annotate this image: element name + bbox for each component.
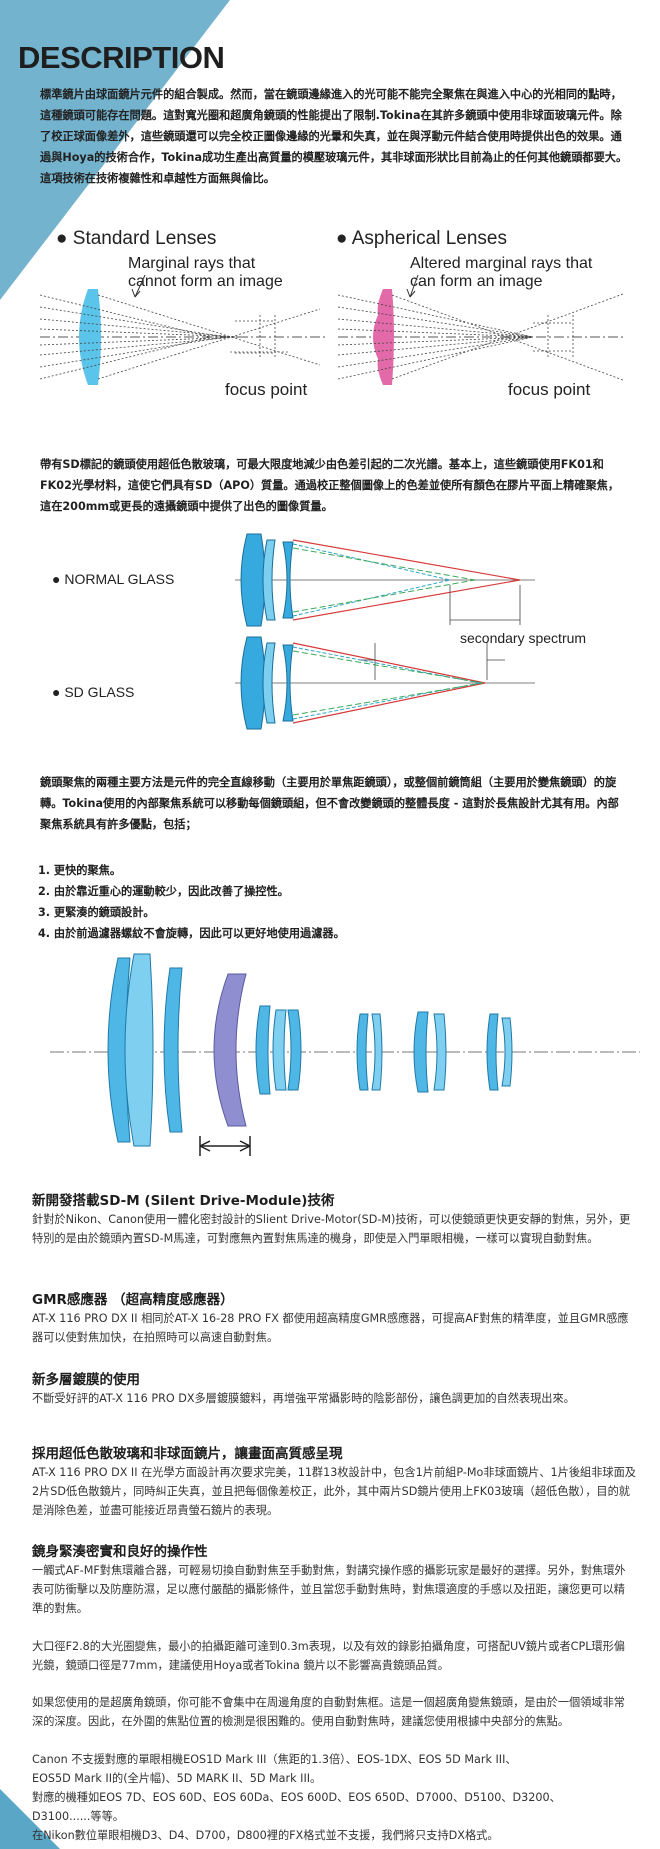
aspherical-caption-line2: can form an image [410, 273, 543, 290]
page-title: DESCRIPTION [18, 40, 225, 75]
standard-lenses-title: ● Standard Lenses [56, 228, 217, 249]
compatible-models-line-2: D3100......等等。 [32, 1810, 124, 1823]
canon-line-2: EOS5D Mark II的(全片幅)、5D MARK II、5D Mark I… [32, 1772, 322, 1785]
sd-glass-lens-group [240, 636, 486, 730]
intro-paragraph: 標準鏡片由球面鏡片元件的組合製成。然而，當在鏡頭邊緣進入的光可能不能完全聚焦在與… [40, 88, 628, 185]
normal-glass-label: ● NORMAL GLASS [52, 571, 175, 587]
decorative-corner-bottom [0, 1789, 60, 1849]
aspherical-lens-element [373, 289, 394, 385]
standard-caption-line1: Marginal rays that [128, 255, 256, 272]
compatibility-paragraph: 如果您使用的是超廣角鏡頭，你可能不會集中在周邊角度的自動對焦框。這是一個超廣角變… [32, 1696, 625, 1728]
nikon-note: 在Nikon數位單眼相機D3、D4、D700，D800裡的FX格式並不支援，我們… [32, 1829, 499, 1842]
glass-comparison-diagram [235, 533, 535, 730]
aspherical-caption-line1: Altered marginal rays that [410, 255, 593, 272]
aspherical-lens-diagram [337, 274, 624, 385]
standard-caption-line2: cannot form an image [128, 273, 283, 290]
aperture-paragraph: 大口徑F2.8的大光圈變焦，最小的拍攝距離可達到0.3m表現，以及有效的錄影拍攝… [32, 1640, 625, 1672]
canon-line-1: Canon 不支援對應的單眼相機EOS1D Mark III（焦距的1.3倍）、… [32, 1753, 517, 1766]
standard-focus-point-label: focus point [225, 380, 308, 399]
section-body: 針對於Nikon、Canon使用一體化密封設計的Slient Drive-Mot… [32, 1213, 631, 1245]
section-heading: GMR感應器 （超高精度感應器） [32, 1292, 234, 1308]
section-body: AT-X 116 PRO DX II 相同於AT-X 16-28 PRO FX … [32, 1312, 629, 1344]
aspherical-focus-point-label: focus point [508, 380, 591, 399]
section-heading: 鏡身緊湊密實和良好的操作性 [32, 1544, 208, 1560]
section-heading: 新多層鍍膜的使用 [32, 1372, 140, 1388]
section-heading: 採用超低色散玻璃和非球面鏡片，讓畫面高質感呈現 [32, 1446, 343, 1462]
section-body: AT-X 116 PRO DX II 在光學方面設計再次要求完美，11群13枚設… [32, 1466, 636, 1517]
standard-lens-element [79, 289, 101, 385]
list-item: 2. 由於靠近重心的運動較少，因此改善了操控性。 [38, 885, 289, 898]
standard-lens-diagram [39, 274, 325, 385]
section-body: 不斷受好評的AT-X 116 PRO DX多層鍍膜鍍料，再增強平常攝影時的陰影部… [32, 1392, 575, 1405]
list-item: 4. 由於前過濾器螺紋不會旋轉，因此可以更好地使用過濾器。 [38, 927, 345, 940]
standard-lenses-title-text: Standard Lenses [72, 228, 217, 249]
focus-group-element [213, 973, 247, 1127]
section-body: 一觸式AF-MF對焦環離合器，可輕易切換自動對焦至手動對焦，對講究操作感的攝影玩… [32, 1564, 626, 1615]
normal-glass-lens-group [240, 533, 521, 627]
list-item: 3. 更緊湊的鏡頭設計。 [38, 906, 155, 919]
advantages-list: 1. 更快的聚焦。 2. 由於靠近重心的運動較少，因此改善了操控性。 3. 更緊… [38, 860, 345, 944]
focus-system-paragraph: 鏡頭聚焦的兩種主要方法是元件的完全直線移動（主要用於單焦距鏡頭），或整個前鏡筒組… [40, 776, 619, 831]
section-heading: 新開發搭載SD-M (Silent Drive-Module)技術 [32, 1193, 335, 1209]
list-item: 1. 更快的聚焦。 [38, 864, 122, 877]
compatible-models-line-1: 對應的機種如EOS 7D、EOS 60D、EOS 60Da、EOS 600D、E… [32, 1791, 561, 1804]
sd-glass-label: ● SD GLASS [52, 684, 135, 700]
lens-cross-section-diagram [50, 953, 640, 1156]
sd-glass-paragraph: 帶有SD標記的鏡頭使用超低色散玻璃，可最大限度地減少由色差引起的二次光譜。基本上… [40, 458, 620, 513]
secondary-spectrum-label: secondary spectrum [460, 630, 587, 646]
aspherical-lenses-title-text: Aspherical Lenses [351, 228, 507, 249]
aspherical-lenses-title: ● Aspherical Lenses [336, 228, 507, 249]
decorative-corner-top [0, 0, 230, 300]
